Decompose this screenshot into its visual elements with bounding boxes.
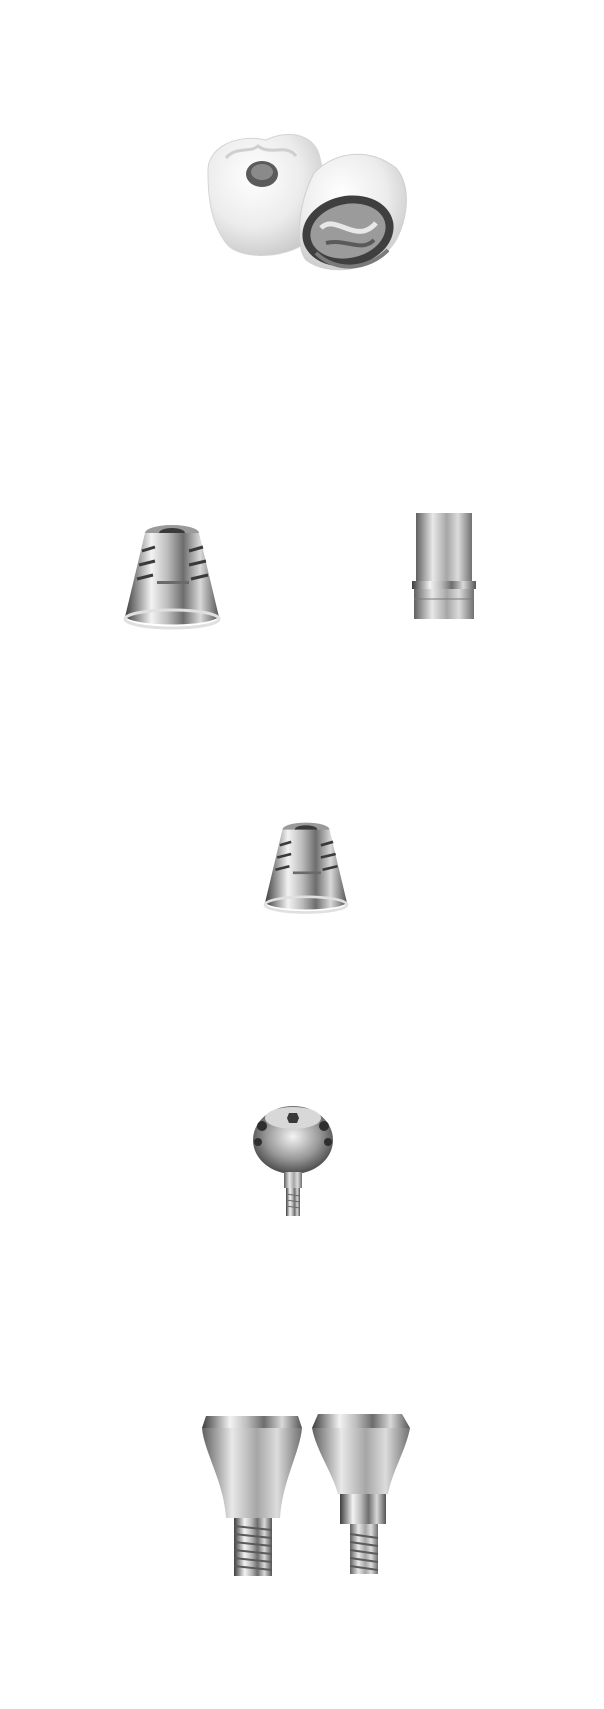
straight-sleeve-image [410,511,478,621]
abutment-pair-image [192,1402,422,1592]
locator-abutment-image [248,1100,338,1225]
crown-image [196,128,426,298]
conical-cap-center-image [258,818,354,918]
conical-cap-left-image [117,521,227,633]
